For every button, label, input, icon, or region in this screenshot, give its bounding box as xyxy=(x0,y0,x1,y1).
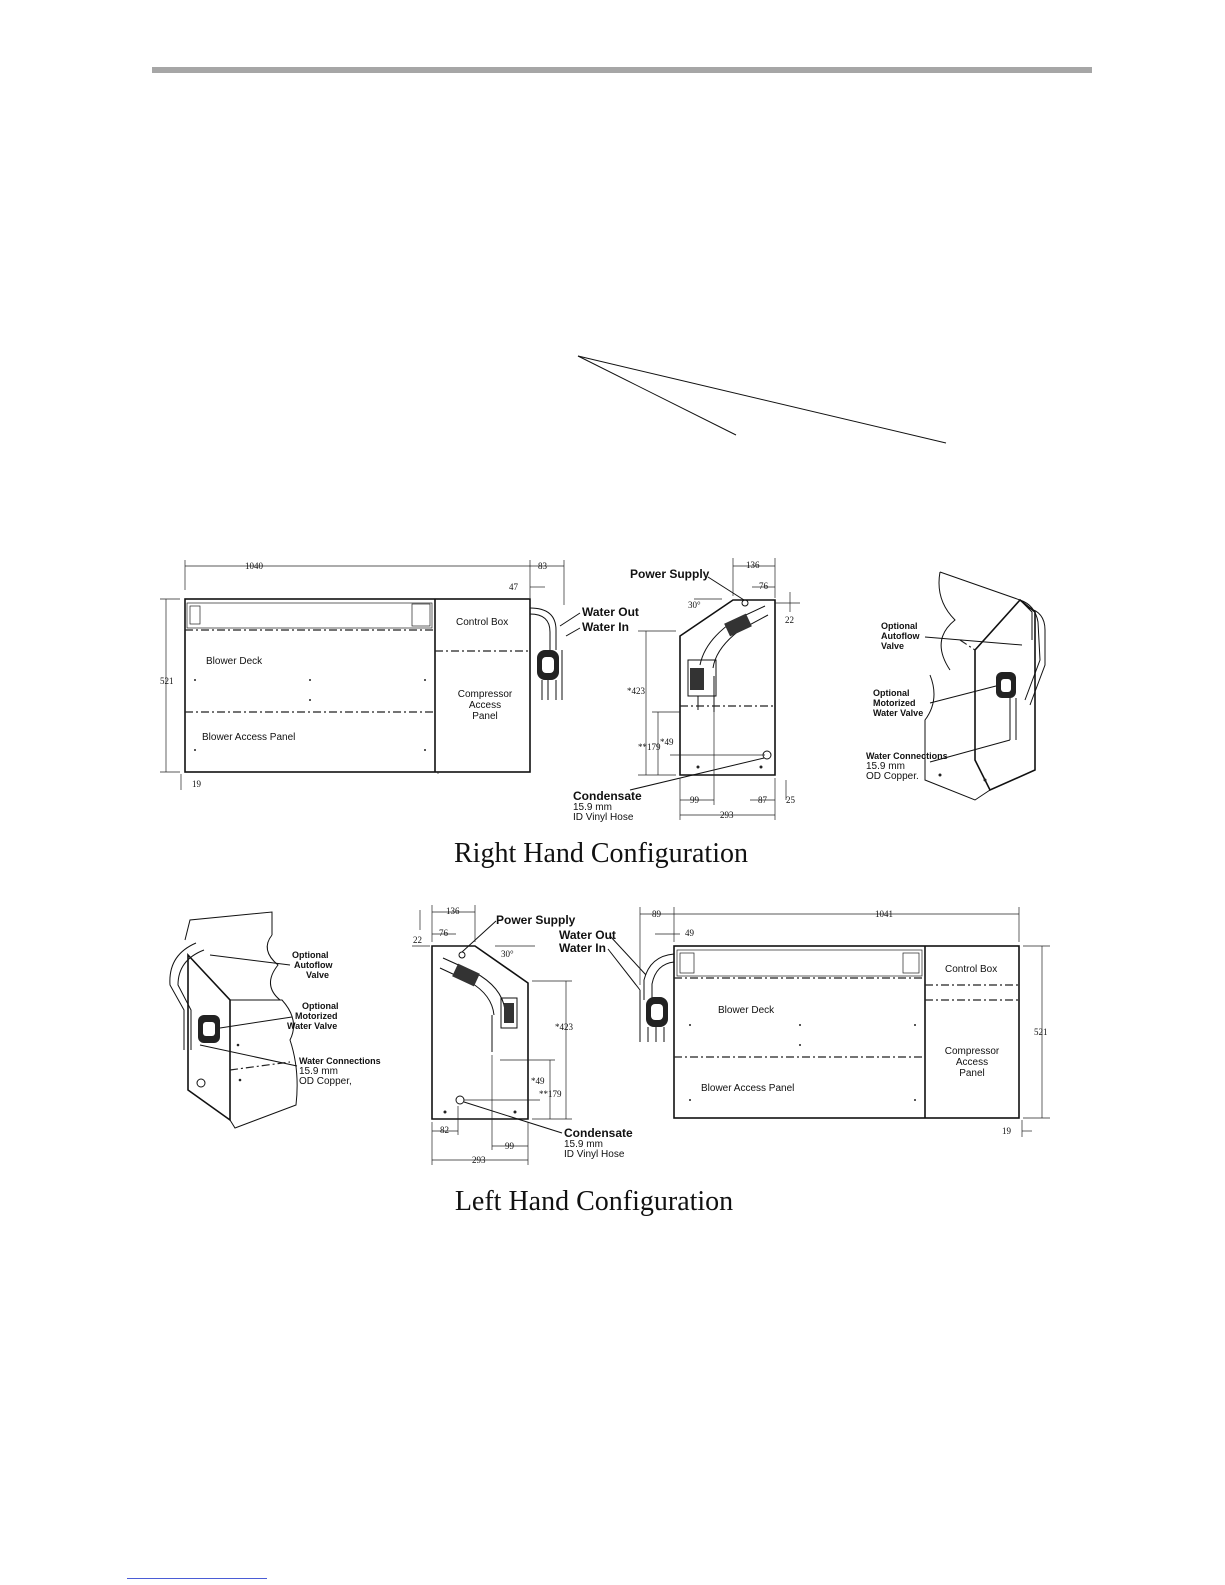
rh-blower-access-label: Blower Access Panel xyxy=(202,732,295,743)
rh-water-in-label: Water In xyxy=(582,620,629,634)
rh-front-pipe-dim: 47 xyxy=(509,582,519,592)
rh-autoflow-label-1: Optional xyxy=(881,621,918,631)
lh-side-293-dim: 293 xyxy=(472,1155,486,1165)
lh-front-49-dim: 49 xyxy=(685,928,695,938)
rh-condensate-line3: ID Vinyl Hose xyxy=(573,812,634,823)
lh-side-22-dim: 22 xyxy=(413,935,422,945)
rh-autoflow-label-3: Valve xyxy=(881,641,904,651)
lh-water-conn-label-1: Water Connections xyxy=(299,1056,381,1066)
lh-autoflow-label-3: Valve xyxy=(306,970,329,980)
rh-side-22-dim: 22 xyxy=(785,615,794,625)
lh-autoflow-label-1: Optional xyxy=(292,950,329,960)
lh-caption: Left Hand Configuration xyxy=(455,1186,733,1217)
lh-front-width-dim: 1041 xyxy=(875,909,893,919)
rh-water-conn-label-1: Water Connections xyxy=(866,751,948,761)
rh-side-25-dim: 25 xyxy=(786,795,796,805)
lh-front-89-dim: 89 xyxy=(652,909,662,919)
rh-motor-label-2: Motorized xyxy=(873,698,916,708)
lh-side-99-dim: 99 xyxy=(505,1141,515,1151)
rh-compressor-label-1: Compressor xyxy=(458,689,513,700)
rh-side-87-dim: 87 xyxy=(758,795,768,805)
rh-front-width-dim: 1040 xyxy=(245,561,264,571)
lh-motor-label-3: Water Valve xyxy=(287,1021,337,1031)
rh-compressor-label-3: Panel xyxy=(472,711,498,722)
rh-condensate-line2: 15.9 mm xyxy=(573,802,612,813)
lh-autoflow-label-2: Autoflow xyxy=(294,960,333,970)
lh-water-conn-label-2: 15.9 mm xyxy=(299,1066,338,1077)
lh-side-top-dim: 136 xyxy=(446,906,460,916)
lh-side-top2-dim: 76 xyxy=(439,928,449,938)
rh-blower-deck-label: Blower Deck xyxy=(206,656,263,667)
footer-link-underline xyxy=(127,1578,267,1579)
lh-compressor-label-3: Panel xyxy=(959,1068,985,1079)
leader-lines-top xyxy=(577,355,947,444)
rh-side-99-dim: 99 xyxy=(690,795,700,805)
lh-compressor-label-1: Compressor xyxy=(945,1046,1000,1057)
lh-blower-access-label: Blower Access Panel xyxy=(701,1083,794,1094)
rh-side-view: Power Supply Condensate 15.9 mm ID Vinyl… xyxy=(573,558,800,823)
lh-front-height-dim: 521 xyxy=(1034,1027,1048,1037)
lh-side-179-dim: **179 xyxy=(539,1089,562,1099)
rh-condensate-label: Condensate xyxy=(573,789,642,803)
lh-water-conn-label-3: OD Copper, xyxy=(299,1076,352,1087)
lh-condensate-line3: ID Vinyl Hose xyxy=(564,1149,625,1160)
lh-side-angle: 30° xyxy=(501,949,514,959)
lh-power-supply-label: Power Supply xyxy=(496,913,576,927)
rh-water-conn-label-2: 15.9 mm xyxy=(866,761,905,772)
header-rule xyxy=(152,67,1092,73)
rh-side-423-dim: *423 xyxy=(627,686,646,696)
lh-front-view: Control Box Blower Deck Blower Access Pa… xyxy=(559,907,1050,1137)
rh-side-293-dim: 293 xyxy=(720,810,734,820)
lh-control-box-label: Control Box xyxy=(945,964,997,975)
rh-water-conn-label-3: OD Copper. xyxy=(866,771,919,782)
lh-motor-label-1: Optional xyxy=(302,1001,339,1011)
lh-compressor-label-2: Access xyxy=(956,1057,988,1068)
lh-blower-deck-label: Blower Deck xyxy=(718,1005,775,1016)
rh-side-top2-dim: 76 xyxy=(759,581,769,591)
rh-control-box-label: Control Box xyxy=(456,617,508,628)
rh-side-angle: 30° xyxy=(688,600,701,610)
rh-caption: Right Hand Configuration xyxy=(454,838,748,869)
lh-side-view: Power Supply Condensate 15.9 mm ID Vinyl… xyxy=(412,905,633,1165)
lh-water-in-label: Water In xyxy=(559,941,606,955)
rh-front-height-dim: 521 xyxy=(160,676,174,686)
rh-motor-label-1: Optional xyxy=(873,688,910,698)
rh-side-49-dim: *49 xyxy=(660,737,674,747)
lh-side-82-dim: 82 xyxy=(440,1125,449,1135)
lh-side-423-dim: *423 xyxy=(555,1022,574,1032)
rh-front-foot-dim: 19 xyxy=(192,779,202,789)
rh-iso-view: Optional Autoflow Valve Optional Motoriz… xyxy=(866,571,1046,801)
rh-compressor-label-2: Access xyxy=(469,700,501,711)
lh-condensate-label: Condensate xyxy=(564,1126,633,1140)
rh-water-out-label: Water Out xyxy=(582,605,639,619)
lh-front-foot-dim: 19 xyxy=(1002,1126,1012,1136)
rh-front-view: Control Box Blower Deck Blower Access Pa… xyxy=(160,560,639,790)
lh-motor-label-2: Motorized xyxy=(295,1011,338,1021)
lh-water-out-label: Water Out xyxy=(559,928,616,942)
rh-motor-label-3: Water Valve xyxy=(873,708,923,718)
lh-condensate-line2: 15.9 mm xyxy=(564,1139,603,1150)
rh-front-right-dim: 83 xyxy=(538,561,548,571)
lh-side-49-dim: *49 xyxy=(531,1076,545,1086)
rh-side-179-dim: **179 xyxy=(638,742,661,752)
rh-autoflow-label-2: Autoflow xyxy=(881,631,920,641)
rh-side-top-dim: 136 xyxy=(746,560,760,570)
lh-iso-view: Optional Autoflow Valve Optional Motoriz… xyxy=(169,911,381,1129)
rh-power-supply-label: Power Supply xyxy=(630,567,710,581)
